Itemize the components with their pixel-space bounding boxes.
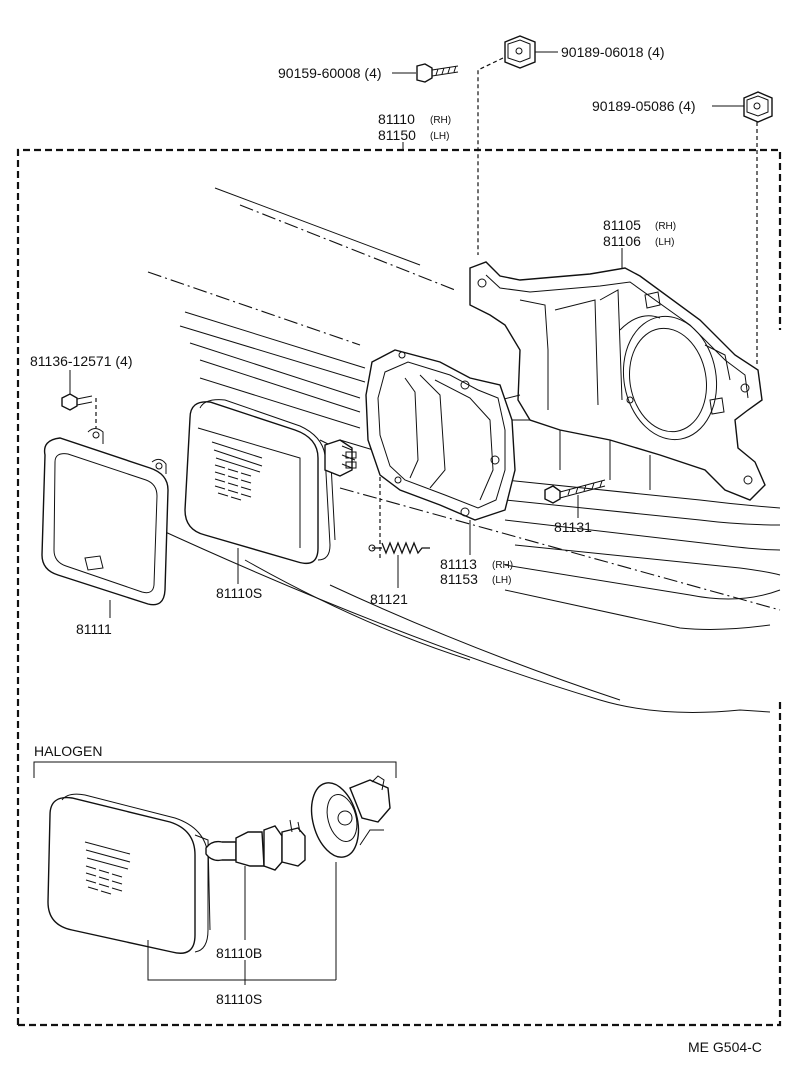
label-81150: 81150 xyxy=(378,127,416,143)
nut-90189-05086 xyxy=(712,91,773,123)
label-81106: 81106 xyxy=(603,233,641,249)
label-81111: 81111 xyxy=(76,621,112,637)
label-81105: 81105 xyxy=(603,217,641,233)
label-81110B: 81110B xyxy=(216,945,262,961)
label-81113-rh: (RH) xyxy=(492,560,513,571)
label-81113: 81113 xyxy=(440,556,477,572)
label-81121: 81121 xyxy=(370,591,408,607)
halogen-reflector-socket xyxy=(310,775,391,980)
part-labels: 90159-60008 (4) 90189-06018 (4) 90189-05… xyxy=(30,44,762,1055)
label-halogen-81110S: 81110S xyxy=(216,991,262,1007)
reference-code: ME G504-C xyxy=(688,1039,762,1055)
mounting-bracket xyxy=(469,261,766,501)
halogen-lamp-unit xyxy=(47,793,211,954)
body-contour-lines xyxy=(147,187,781,713)
label-81110-rh: (RH) xyxy=(430,115,451,126)
halogen-bulb xyxy=(205,819,306,940)
label-90189-06018: 90189-06018 (4) xyxy=(561,44,665,60)
label-leaders xyxy=(469,248,623,555)
label-81106-lh: (LH) xyxy=(655,237,674,248)
lamp-terminals xyxy=(324,439,357,477)
adjusting-screw-81131 xyxy=(544,479,606,518)
label-90159-60008: 90159-60008 (4) xyxy=(278,65,382,81)
spring-81121 xyxy=(368,541,430,588)
retaining-ring-81111 xyxy=(41,428,169,618)
halogen-group xyxy=(33,761,397,985)
headlamp-housing xyxy=(365,349,516,521)
label-81105-rh: (RH) xyxy=(655,221,676,232)
nut-90189-06018 xyxy=(504,35,558,69)
label-81110S: 81110S xyxy=(216,585,262,601)
label-81136-12571: 81136-12571 (4) xyxy=(30,353,132,369)
label-81153-lh: (LH) xyxy=(492,575,511,586)
sealed-beam-lamp xyxy=(184,399,357,584)
label-81150-lh: (LH) xyxy=(430,131,449,142)
label-81153: 81153 xyxy=(440,571,478,587)
lens-pattern xyxy=(211,441,263,501)
label-90189-05086: 90189-05086 (4) xyxy=(592,98,696,114)
label-81131: 81131 xyxy=(554,519,592,535)
bolt-90159 xyxy=(392,63,459,83)
label-halogen: HALOGEN xyxy=(34,743,102,759)
assembly-frame xyxy=(16,142,782,1027)
label-81110: 81110 xyxy=(378,111,415,127)
retaining-screw-81136 xyxy=(61,370,93,411)
fastener-leaders xyxy=(95,57,758,560)
